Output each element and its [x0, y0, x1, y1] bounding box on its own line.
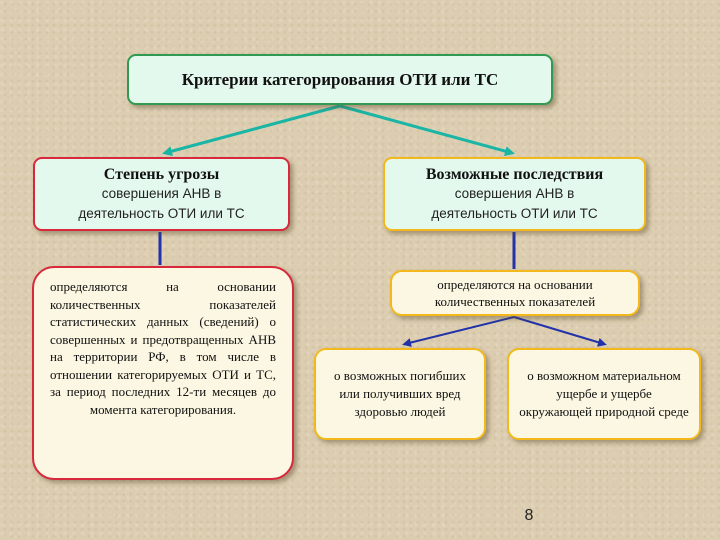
root-title: Критерии категорирования ОТИ или ТС: [181, 69, 499, 89]
threat-detail-text: определяются на основании количественных…: [50, 279, 276, 417]
arrow-detail-to-victims: [402, 316, 515, 347]
consequences-box: Возможные последствия совершения АНВ в д…: [383, 157, 646, 231]
threat-level-box: Степень угрозы совершения АНВ в деятельн…: [33, 157, 290, 231]
consequences-detail-line2: количественных показателей: [434, 294, 596, 309]
threat-detail-box: определяются на основании количественных…: [32, 266, 294, 480]
consequences-subtitle-line1: совершения АНВ в: [454, 185, 575, 201]
arrow-root-to-consequences: [339, 104, 515, 156]
consequences-subtitle-line2: деятельность ОТИ или ТС: [431, 205, 598, 221]
threat-heading: Степень угрозы: [103, 165, 220, 183]
arrow-root-to-threat: [162, 104, 341, 157]
consequences-heading: Возможные последствия: [425, 165, 604, 183]
consequences-detail-line1: определяются на основании: [437, 277, 593, 292]
victims-box: о возможных погибших или получивших вред…: [314, 348, 486, 440]
arrow-detail-to-damage: [513, 316, 607, 347]
threat-subtitle-line2: деятельность ОТИ или ТС: [78, 205, 245, 221]
damage-text: о возможном материальном ущербе и ущербе…: [519, 368, 689, 419]
threat-subtitle-line1: совершения АНВ в: [101, 185, 222, 201]
victims-text: о возможных погибших или получивших вред…: [334, 368, 466, 419]
damage-box: о возможном материальном ущербе и ущербе…: [507, 348, 701, 440]
page-number: 8: [524, 507, 534, 524]
consequences-detail-box: определяются на основании количественных…: [390, 270, 640, 316]
root-criteria-box: Критерии категорирования ОТИ или ТС: [127, 54, 553, 105]
